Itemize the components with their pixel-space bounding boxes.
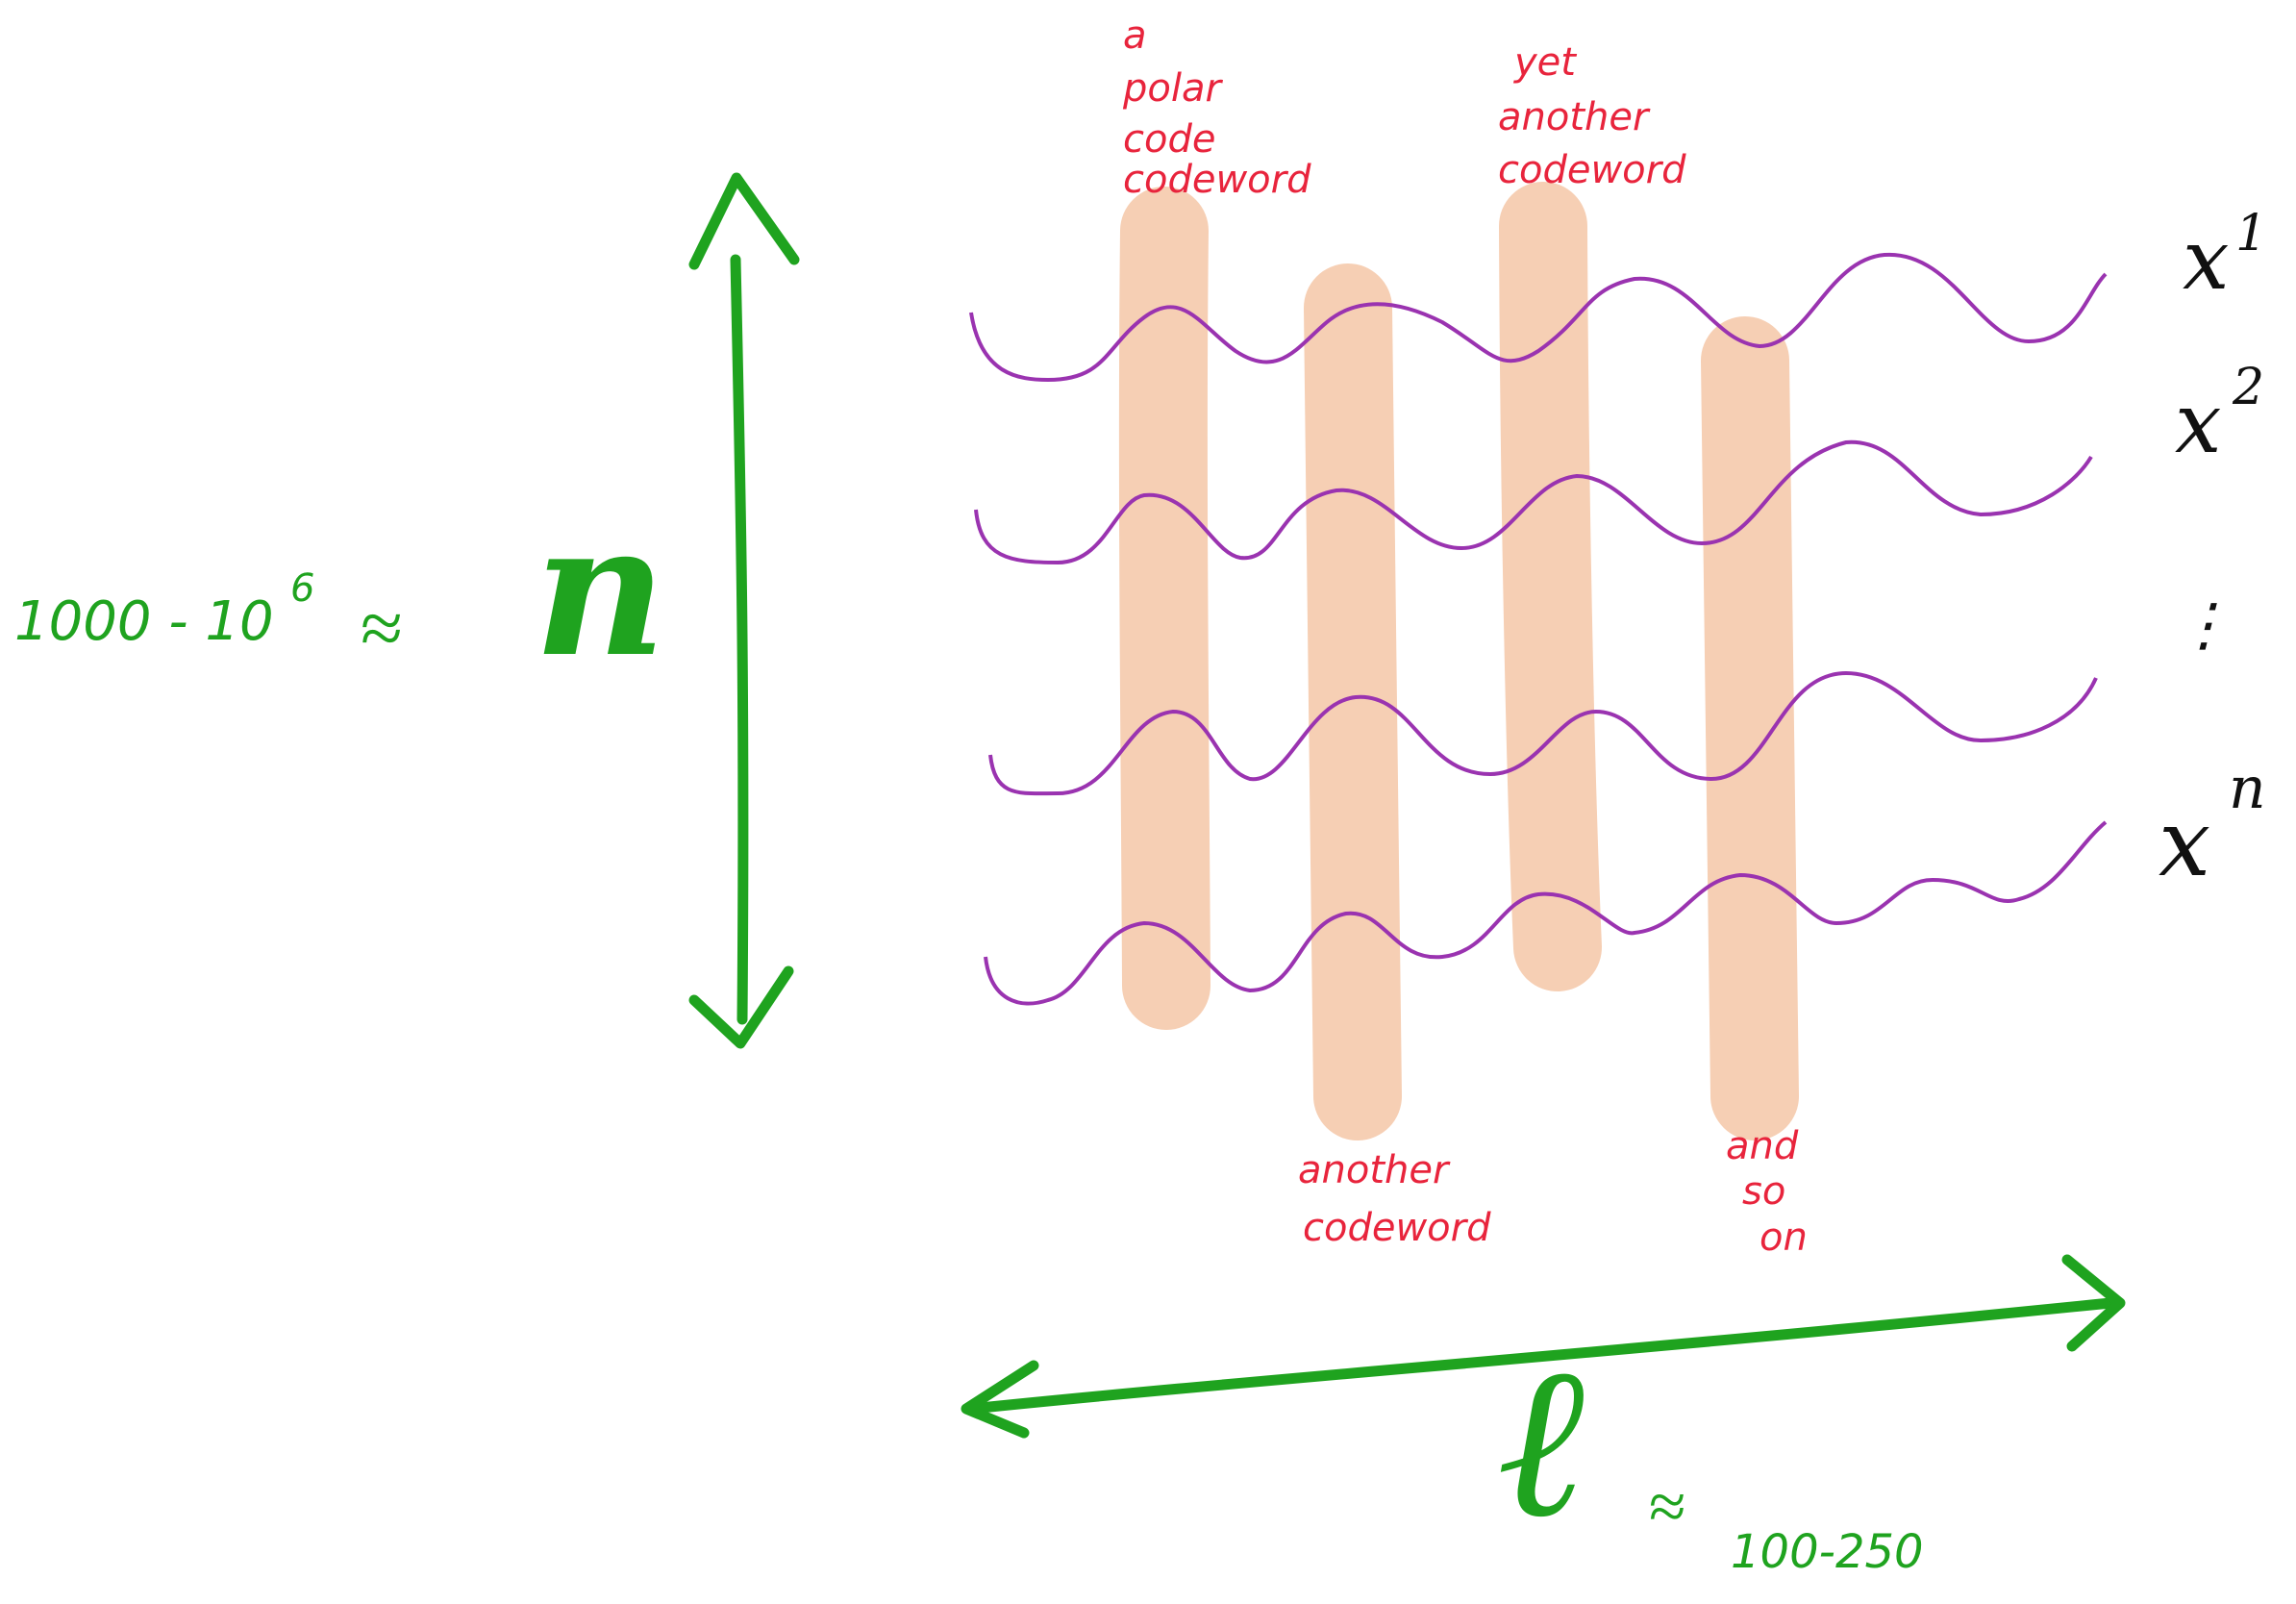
x2-superscript: 2: [2232, 359, 2264, 416]
label-another-1: another: [1498, 95, 1651, 139]
n-arrow-shaft: [730, 254, 749, 1025]
l-dimension-arrow: [961, 1254, 2126, 1439]
sequence-labels: x 1 x 2 ⋮ x n: [2159, 205, 2267, 897]
x1-superscript: 1: [2235, 205, 2267, 263]
codeword-band-4: [1701, 316, 1799, 1140]
codeword-band-2: [1304, 263, 1402, 1140]
codeword-band-1: [1118, 187, 1210, 1030]
wave-x1: [969, 252, 2108, 383]
codeword-labels: a polar code codeword yet another codewo…: [1122, 13, 1808, 1260]
n-dimension-arrow: [688, 172, 800, 1049]
l-annotation: ℓ ≈ 100-250: [1500, 1316, 1924, 1579]
label-so: so: [1742, 1169, 1785, 1214]
label-codeword-3: codeword: [1303, 1206, 1491, 1250]
n-symbol: n: [534, 483, 666, 697]
vertical-ellipsis: ⋮: [2175, 591, 2233, 659]
l-range: 100-250: [1731, 1525, 1924, 1579]
codeword-band-3: [1499, 182, 1602, 991]
xn-superscript: n: [2229, 755, 2266, 822]
x2-label: x: [2175, 376, 2222, 472]
l-approx: ≈: [1649, 1470, 1685, 1544]
l-symbol: ℓ: [1500, 1316, 1590, 1565]
label-codeword-2: codeword: [1498, 148, 1686, 192]
n-arrow-head-up: [688, 172, 800, 270]
label-codeword-1: codeword: [1123, 158, 1311, 202]
label-code: code: [1123, 117, 1215, 162]
codeword-bands: [1118, 182, 1799, 1140]
label-on: on: [1759, 1216, 1808, 1260]
n-arrow-head-down: [688, 965, 794, 1049]
wave-x2: [974, 439, 2093, 565]
wave-x3: [988, 670, 2098, 796]
sequence-waves: [969, 252, 2108, 1006]
n-range: 1000 - 10: [14, 590, 274, 653]
x1-label: x: [2183, 213, 2230, 309]
l-arrow-head-right: [2061, 1254, 2126, 1352]
n-annotation: 1000 - 10 6 ≈ n: [14, 483, 666, 697]
xn-label: x: [2159, 789, 2210, 897]
l-arrow-head-left: [961, 1360, 1039, 1439]
label-and: and: [1726, 1124, 1799, 1168]
label-yet: yet: [1513, 40, 1577, 85]
label-a: a: [1123, 13, 1147, 58]
n-range-exponent: 6: [290, 566, 314, 611]
l-arrow-shaft: [965, 1297, 2116, 1415]
label-another-2: another: [1298, 1148, 1451, 1192]
n-approx: ≈: [361, 587, 403, 671]
label-polar: polar: [1122, 66, 1223, 111]
wave-xn: [984, 820, 2108, 1006]
